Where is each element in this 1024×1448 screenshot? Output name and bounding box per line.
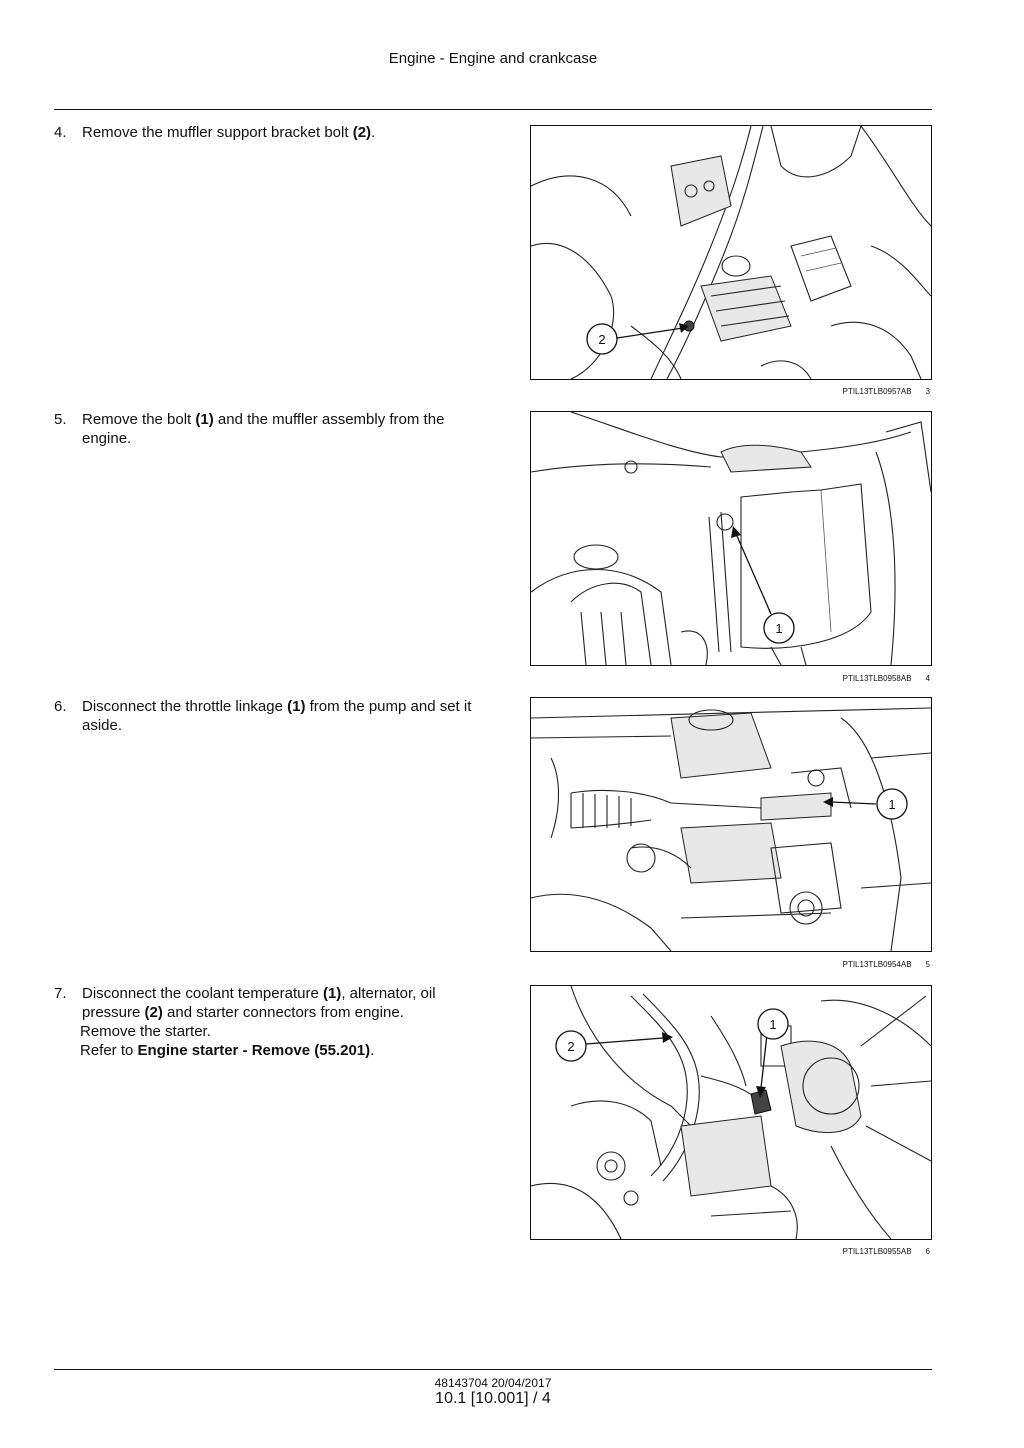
callout-1: 1 bbox=[775, 621, 782, 636]
callout-1: 1 bbox=[769, 1017, 776, 1032]
step-7: 7. Disconnect the coolant temperature (1… bbox=[54, 984, 494, 1060]
callout-2: 2 bbox=[567, 1039, 574, 1054]
callout-1: 1 bbox=[888, 797, 895, 812]
footer-page-reference: 10.1 [10.001] / 4 bbox=[435, 1390, 551, 1407]
step-text: Remove the muffler support bracket bolt … bbox=[82, 124, 376, 141]
header-rule bbox=[54, 109, 932, 110]
step-number: 5. bbox=[54, 411, 67, 428]
callout-2: 2 bbox=[598, 332, 605, 347]
figure-6-caption: PTIL13TLB0955AB 6 bbox=[530, 1247, 930, 1256]
footer-document-code: 48143704 20/04/2017 bbox=[434, 1376, 552, 1390]
figure-number: 5 bbox=[925, 960, 930, 969]
figure-number: 4 bbox=[925, 674, 930, 683]
step-number: 4. bbox=[54, 124, 67, 141]
figure-3-caption: PTIL13TLB0957AB 3 bbox=[530, 387, 930, 396]
step-text: Disconnect the coolant temperature (1), … bbox=[82, 985, 436, 1021]
step-4: 4. Remove the muffler support bracket bo… bbox=[54, 123, 494, 142]
figure-number: 3 bbox=[925, 387, 930, 396]
figure-4-caption: PTIL13TLB0958AB 4 bbox=[530, 674, 930, 683]
figure-code: PTIL13TLB0954AB bbox=[842, 960, 912, 969]
figure-4-illustration: 1 bbox=[530, 411, 932, 666]
step-number: 7. bbox=[54, 985, 67, 1002]
figure-3-illustration: 2 bbox=[530, 125, 932, 380]
step-number: 6. bbox=[54, 698, 67, 715]
figure-code: PTIL13TLB0958AB bbox=[842, 674, 912, 683]
page-header-title: Engine - Engine and crankcase bbox=[388, 50, 598, 67]
cross-reference: Engine starter - Remove (55.201) bbox=[137, 1042, 371, 1059]
step-6: 6. Disconnect the throttle linkage (1) f… bbox=[54, 697, 494, 735]
step-text: Disconnect the throttle linkage (1) from… bbox=[82, 698, 472, 734]
figure-6-illustration: 1 2 bbox=[530, 985, 932, 1240]
figure-code: PTIL13TLB0957AB bbox=[842, 387, 912, 396]
figure-number: 6 bbox=[925, 1247, 930, 1256]
figure-code: PTIL13TLB0955AB bbox=[842, 1247, 912, 1256]
step-5: 5. Remove the bolt (1) and the muffler a… bbox=[54, 410, 494, 448]
step-text-line-2: Remove the starter. bbox=[80, 1023, 211, 1040]
footer-rule bbox=[54, 1369, 932, 1370]
step-text-line-3: Refer to Engine starter - Remove (55.201… bbox=[80, 1042, 375, 1059]
step-text: Remove the bolt (1) and the muffler asse… bbox=[82, 411, 445, 447]
figure-5-illustration: 1 bbox=[530, 697, 932, 952]
figure-5-caption: PTIL13TLB0954AB 5 bbox=[530, 960, 930, 969]
